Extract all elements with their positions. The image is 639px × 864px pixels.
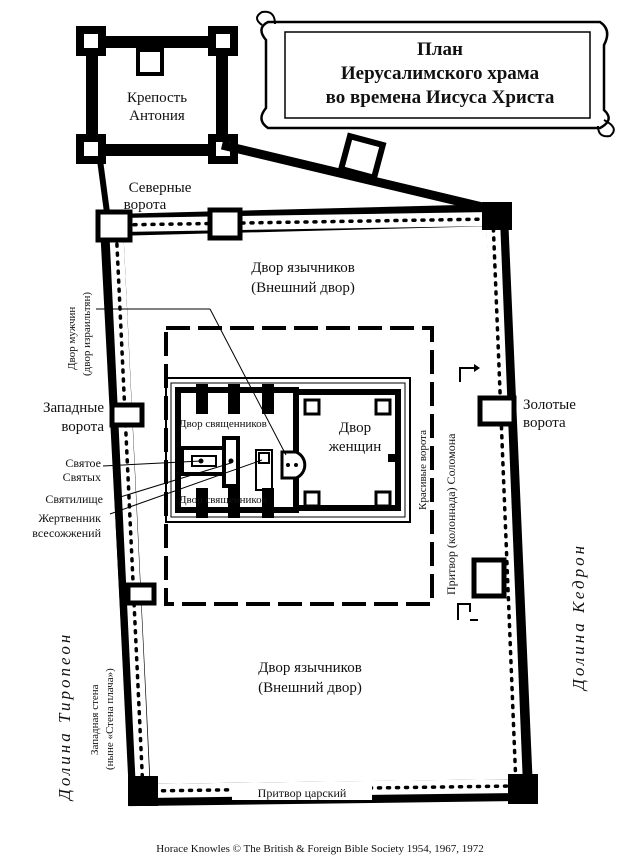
north-gate-label-1: Северные [129,180,192,196]
sanctuary-label: Святилище [45,492,103,506]
altar-label-1: Жертвенник [38,511,101,525]
altar-label-2: всесожжений [32,526,101,540]
court-priests-bottom-label: Двор священников [179,494,267,506]
portico-arrows [457,364,480,621]
court-women-label-1: Двор [339,420,371,436]
solomon-portico-label: Притвор (колоннада) Соломона [444,433,458,595]
golden-gate-label-2: ворота [523,415,566,431]
holy-of-holies-label-1: Святое [65,456,101,470]
royal-portico-label: Притвор царский [258,786,347,800]
fortress-antonia: Крепость Антония [76,26,497,221]
kidron-valley-label: Долина Кедрон [569,543,588,692]
credit-line: Horace Knowles © The British & Foreign B… [156,843,483,855]
golden-gate-label-1: Золотые [523,397,576,413]
beautiful-gate-label: Красивые ворота [417,430,429,510]
court-gentiles-bottom-2: (Внешний двор) [258,680,362,696]
court-men-label-1: Двор мужчин [66,307,78,370]
court-gentiles-top-1: Двор язычников [251,260,355,276]
west-gate-label-1: Западные [43,400,104,416]
antonia-label-1: Крепость [127,90,187,106]
court-women-label-2: женщин [328,439,381,455]
title-line2: Иерусалимского храма [341,63,540,84]
title-scroll: План Иерусалимского храма во времена Иис… [256,10,615,138]
outer-walls [95,202,538,807]
western-wall-label-1: Западная стена [89,684,101,755]
tyropoeon-valley-label: Долина Тиропеон [55,632,74,802]
holy-of-holies-label-2: Святых [63,470,101,484]
court-priests-top-label: Двор священников [179,418,267,430]
labels: Северные ворота Двор язычников (Внешний … [32,180,588,855]
north-gate-label-2: ворота [124,197,167,213]
title-line1: План [417,39,463,60]
leader-lines [96,308,287,515]
title-line3: во времена Иисуса Христа [326,87,555,108]
court-gentiles-bottom-1: Двор язычников [258,660,362,676]
western-wall-label-2: (ныне «Стена плача») [104,668,116,770]
antonia-label-2: Антония [129,108,185,124]
court-men-label-2: (двор израильтян) [81,292,93,376]
west-gate-label-2: ворота [61,419,104,435]
court-gentiles-top-2: (Внешний двор) [251,280,355,296]
